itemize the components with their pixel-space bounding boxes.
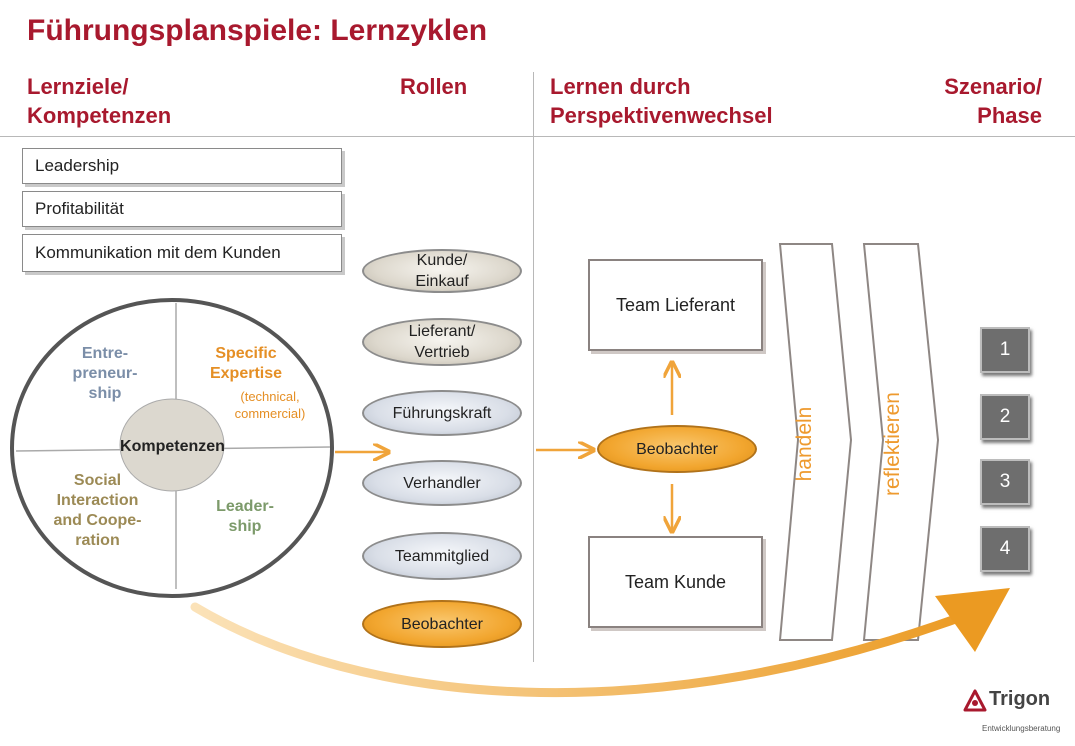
- goal-label: Profitabilität: [35, 199, 124, 218]
- phase-4: 4: [980, 526, 1030, 572]
- phase-1: 1: [980, 327, 1030, 373]
- phase-2: 2: [980, 394, 1030, 440]
- role-fuehrungskraft: Führungskraft: [362, 390, 522, 436]
- quadrant-expertise-sub: (technical, commercial): [234, 389, 306, 421]
- observer-oval: Beobachter: [597, 425, 757, 473]
- header-lernziele: Lernziele/ Kompetenzen: [27, 74, 172, 128]
- quadrant-leadership: Leader- ship: [216, 498, 274, 535]
- goal-label: Kommunikation mit dem Kunden: [35, 243, 281, 262]
- header-divider: [0, 136, 1075, 137]
- role-lieferant-vertrieb: Lieferant/ Vertrieb: [362, 318, 522, 366]
- logo-name: Trigon: [989, 688, 1051, 710]
- quadrant-social-interaction: Social Interaction and Coope- ration: [53, 472, 142, 549]
- role-verhandler: Verhandler: [362, 460, 522, 506]
- competence-circle: [10, 298, 334, 598]
- header-lernen: Lernen durch Perspektivenwechsel: [550, 74, 773, 128]
- role-teammitglied: Teammitglied: [362, 532, 522, 580]
- quadrant-specific-expertise: Specific Expertise: [209, 345, 283, 382]
- goal-kommunikation: Kommunikation mit dem Kunden: [22, 234, 342, 272]
- header-rollen: Rollen: [400, 74, 468, 99]
- competence-center: Kompetenzen: [120, 438, 225, 455]
- team-kunde: Team Kunde: [588, 536, 763, 628]
- goal-profitabilitaet: Profitabilität: [22, 191, 342, 227]
- column-divider: [533, 72, 534, 662]
- goal-label: Leadership: [35, 156, 120, 175]
- chevron-handeln: handeln: [793, 406, 816, 482]
- header-szenario: Szenario/ Phase: [944, 74, 1042, 128]
- chevron-reflektieren: reflektieren: [881, 392, 904, 496]
- trigon-logo-icon: [963, 689, 987, 712]
- role-kunde-einkauf: Kunde/ Einkauf: [362, 249, 522, 293]
- role-beobachter: Beobachter: [362, 600, 522, 648]
- logo-subtitle: Entwicklungsberatung: [982, 724, 1061, 733]
- goal-leadership: Leadership: [22, 148, 342, 184]
- quadrant-entrepreneurship: Entre- preneur- ship: [72, 345, 138, 402]
- phase-3: 3: [980, 459, 1030, 505]
- team-lieferant: Team Lieferant: [588, 259, 763, 351]
- page-title: Führungsplanspiele: Lernzyklen: [27, 14, 488, 47]
